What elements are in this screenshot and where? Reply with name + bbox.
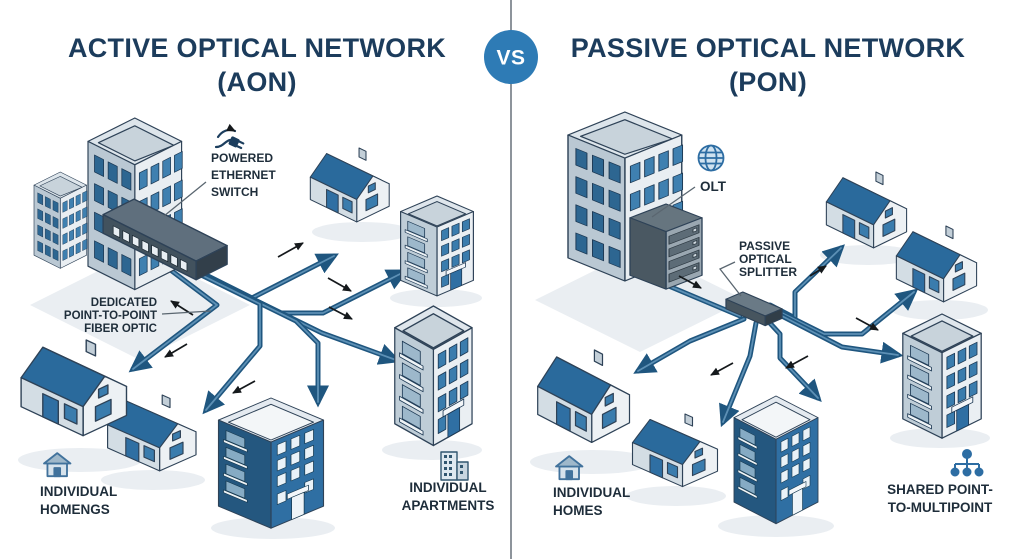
individual-homes-label-right: INDIVIDUAL HOMES: [553, 485, 630, 518]
svg-text:DEDICATED: DEDICATED: [91, 297, 157, 309]
aon-central-office: [33, 117, 183, 291]
svg-text:SPLITTER: SPLITTER: [739, 265, 797, 279]
aon-blue-apartment: [217, 397, 325, 529]
individual-apartments-label: INDIVIDUAL APARTMENTS: [402, 480, 495, 513]
fiber-leader-line: [161, 310, 212, 315]
switch-leader-line: [163, 181, 207, 217]
aon-house-large: [20, 339, 128, 437]
svg-text:TO-MULTIPOINT: TO-MULTIPOINT: [888, 500, 993, 515]
traffic-arrows: [164, 242, 879, 394]
pon-house-topright: [825, 171, 908, 249]
pon-house-large: [537, 349, 631, 444]
pon-house-small: [631, 413, 719, 488]
globe-icon: [697, 144, 725, 172]
vs-badge: VS: [484, 30, 538, 84]
splitter-leader-line: [718, 261, 742, 297]
svg-text:ETHERNET: ETHERNET: [211, 168, 276, 182]
pon-apartment-right: [902, 313, 982, 439]
svg-text:INDIVIDUAL: INDIVIDUAL: [409, 480, 486, 495]
right-title: PASSIVE OPTICAL NETWORK: [571, 33, 966, 63]
svg-text:APARTMENTS: APARTMENTS: [402, 498, 495, 513]
individual-homes-label-left: INDIVIDUAL HOMENGS: [40, 484, 117, 517]
svg-text:HOMENGS: HOMENGS: [40, 502, 110, 517]
aon-house-topright: [309, 147, 390, 223]
svg-text:POWERED: POWERED: [211, 151, 273, 165]
right-subtitle: (PON): [729, 67, 807, 97]
svg-text:POINT-TO-POINT: POINT-TO-POINT: [64, 310, 157, 322]
aon-apartment-lower: [394, 305, 473, 447]
svg-text:INDIVIDUAL: INDIVIDUAL: [553, 485, 630, 500]
svg-text:INDIVIDUAL: INDIVIDUAL: [40, 484, 117, 499]
svg-text:PASSIVE: PASSIVE: [739, 239, 790, 253]
left-title: ACTIVE OPTICAL NETWORK: [68, 33, 446, 63]
olt-label: OLT: [700, 179, 727, 194]
svg-text:FIBER OPTIC: FIBER OPTIC: [84, 323, 157, 335]
svg-text:OPTICAL: OPTICAL: [739, 252, 792, 266]
olt-leader-line: [651, 186, 696, 218]
vs-label: VS: [496, 47, 525, 70]
pon-blue-apartment: [733, 395, 819, 525]
powered-ethernet-switch-label: POWERED ETHERNET SWITCH: [211, 151, 276, 199]
power-ethernet-icon: [216, 130, 244, 150]
olt-cabinet: [629, 203, 703, 290]
pon-house-right: [895, 225, 978, 303]
passive-splitter-label: PASSIVE OPTICAL SPLITTER: [739, 239, 797, 279]
multipoint-icon: [950, 449, 984, 477]
left-subtitle: (AON): [217, 67, 296, 97]
svg-text:SWITCH: SWITCH: [211, 185, 258, 199]
svg-text:SHARED POINT-: SHARED POINT-: [887, 482, 993, 497]
shared-multipoint-label: SHARED POINT- TO-MULTIPOINT: [887, 482, 993, 515]
svg-text:HOMES: HOMES: [553, 503, 603, 518]
aon-apartment-right: [400, 195, 474, 297]
dedicated-fiber-label: DEDICATED POINT-TO-POINT FIBER OPTIC: [64, 297, 157, 335]
